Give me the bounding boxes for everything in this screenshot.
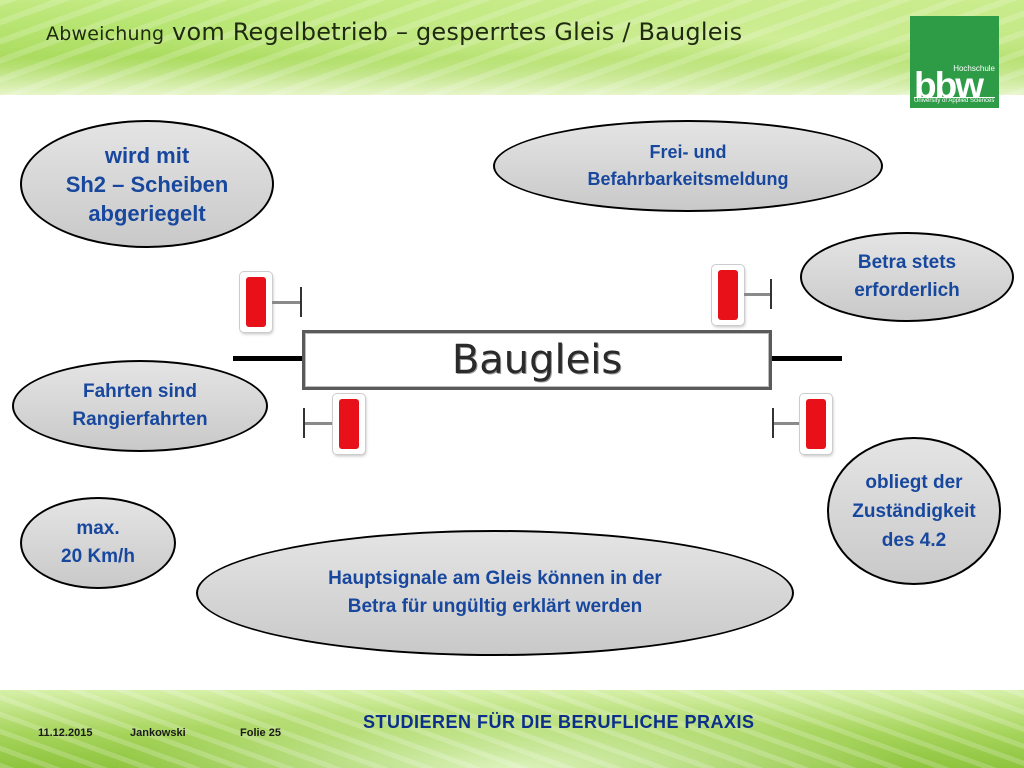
footer-author: Jankowski — [130, 727, 186, 739]
sh2-disc-icon — [240, 272, 272, 332]
sh2-disc-icon — [333, 394, 365, 454]
footer-banner — [0, 690, 1024, 768]
track-label: Baugleis — [451, 337, 623, 383]
oval-text: Frei- und Befahrbarkeitsmeldung — [587, 142, 789, 189]
oval-zustaendigkeit: obliegt der Zuständigkeit des 4.2 — [827, 437, 1001, 585]
header-banner — [0, 0, 1024, 95]
logo-university: University of Applied Sciences — [914, 98, 995, 104]
signal-post — [770, 279, 772, 309]
oval-frei-befahrbarkeit: Frei- und Befahrbarkeitsmeldung — [493, 120, 883, 212]
oval-max-speed: max. 20 Km/h — [20, 497, 176, 589]
oval-text: Hauptsignale am Gleis können in der Betr… — [328, 568, 662, 617]
oval-text: Fahrten sind Rangierfahrten — [72, 381, 208, 430]
track-line-right — [768, 356, 842, 361]
sh2-disc-icon — [712, 265, 744, 325]
signal-post — [303, 408, 305, 438]
signal-arm — [272, 301, 300, 304]
footer-slide-number: Folie 25 — [240, 727, 281, 739]
oval-sh2-scheiben: wird mit Sh2 – Scheiben abgeriegelt — [20, 120, 274, 248]
slide-title: Abweichung vom Regelbetrieb – gesperrtes… — [46, 18, 742, 46]
footer-date: 11.12.2015 — [38, 727, 93, 739]
signal-arm — [774, 422, 800, 425]
footer-slogan: STUDIEREN FÜR DIE BERUFLICHE PRAXIS — [363, 712, 755, 732]
baugleis-box: Baugleis — [302, 330, 772, 390]
signal-post — [772, 408, 774, 438]
sh2-disc-icon — [800, 394, 832, 454]
logo-bbw: bbw — [914, 65, 984, 106]
title-prefix: Abweichung — [46, 23, 165, 45]
oval-text: wird mit Sh2 – Scheiben abgeriegelt — [65, 142, 229, 226]
track-line-left — [233, 356, 308, 361]
oval-hauptsignale: Hauptsignale am Gleis können in der Betr… — [196, 530, 794, 656]
logo-divider — [914, 97, 995, 98]
signal-post — [300, 287, 302, 317]
title-main: vom Regelbetrieb – gesperrtes Gleis / Ba… — [172, 18, 743, 46]
bbw-logo: Hochschule bbw University of Applied Sci… — [910, 16, 999, 108]
oval-text: Betra stets erforderlich — [854, 252, 960, 301]
oval-text: max. 20 Km/h — [61, 518, 135, 567]
signal-arm — [305, 422, 333, 425]
oval-rangierfahrten: Fahrten sind Rangierfahrten — [12, 360, 268, 452]
oval-text: obliegt der Zuständigkeit des 4.2 — [852, 471, 976, 551]
signal-arm — [744, 293, 770, 296]
logo-hochschule: Hochschule — [953, 64, 995, 73]
oval-betra: Betra stets erforderlich — [800, 232, 1014, 322]
